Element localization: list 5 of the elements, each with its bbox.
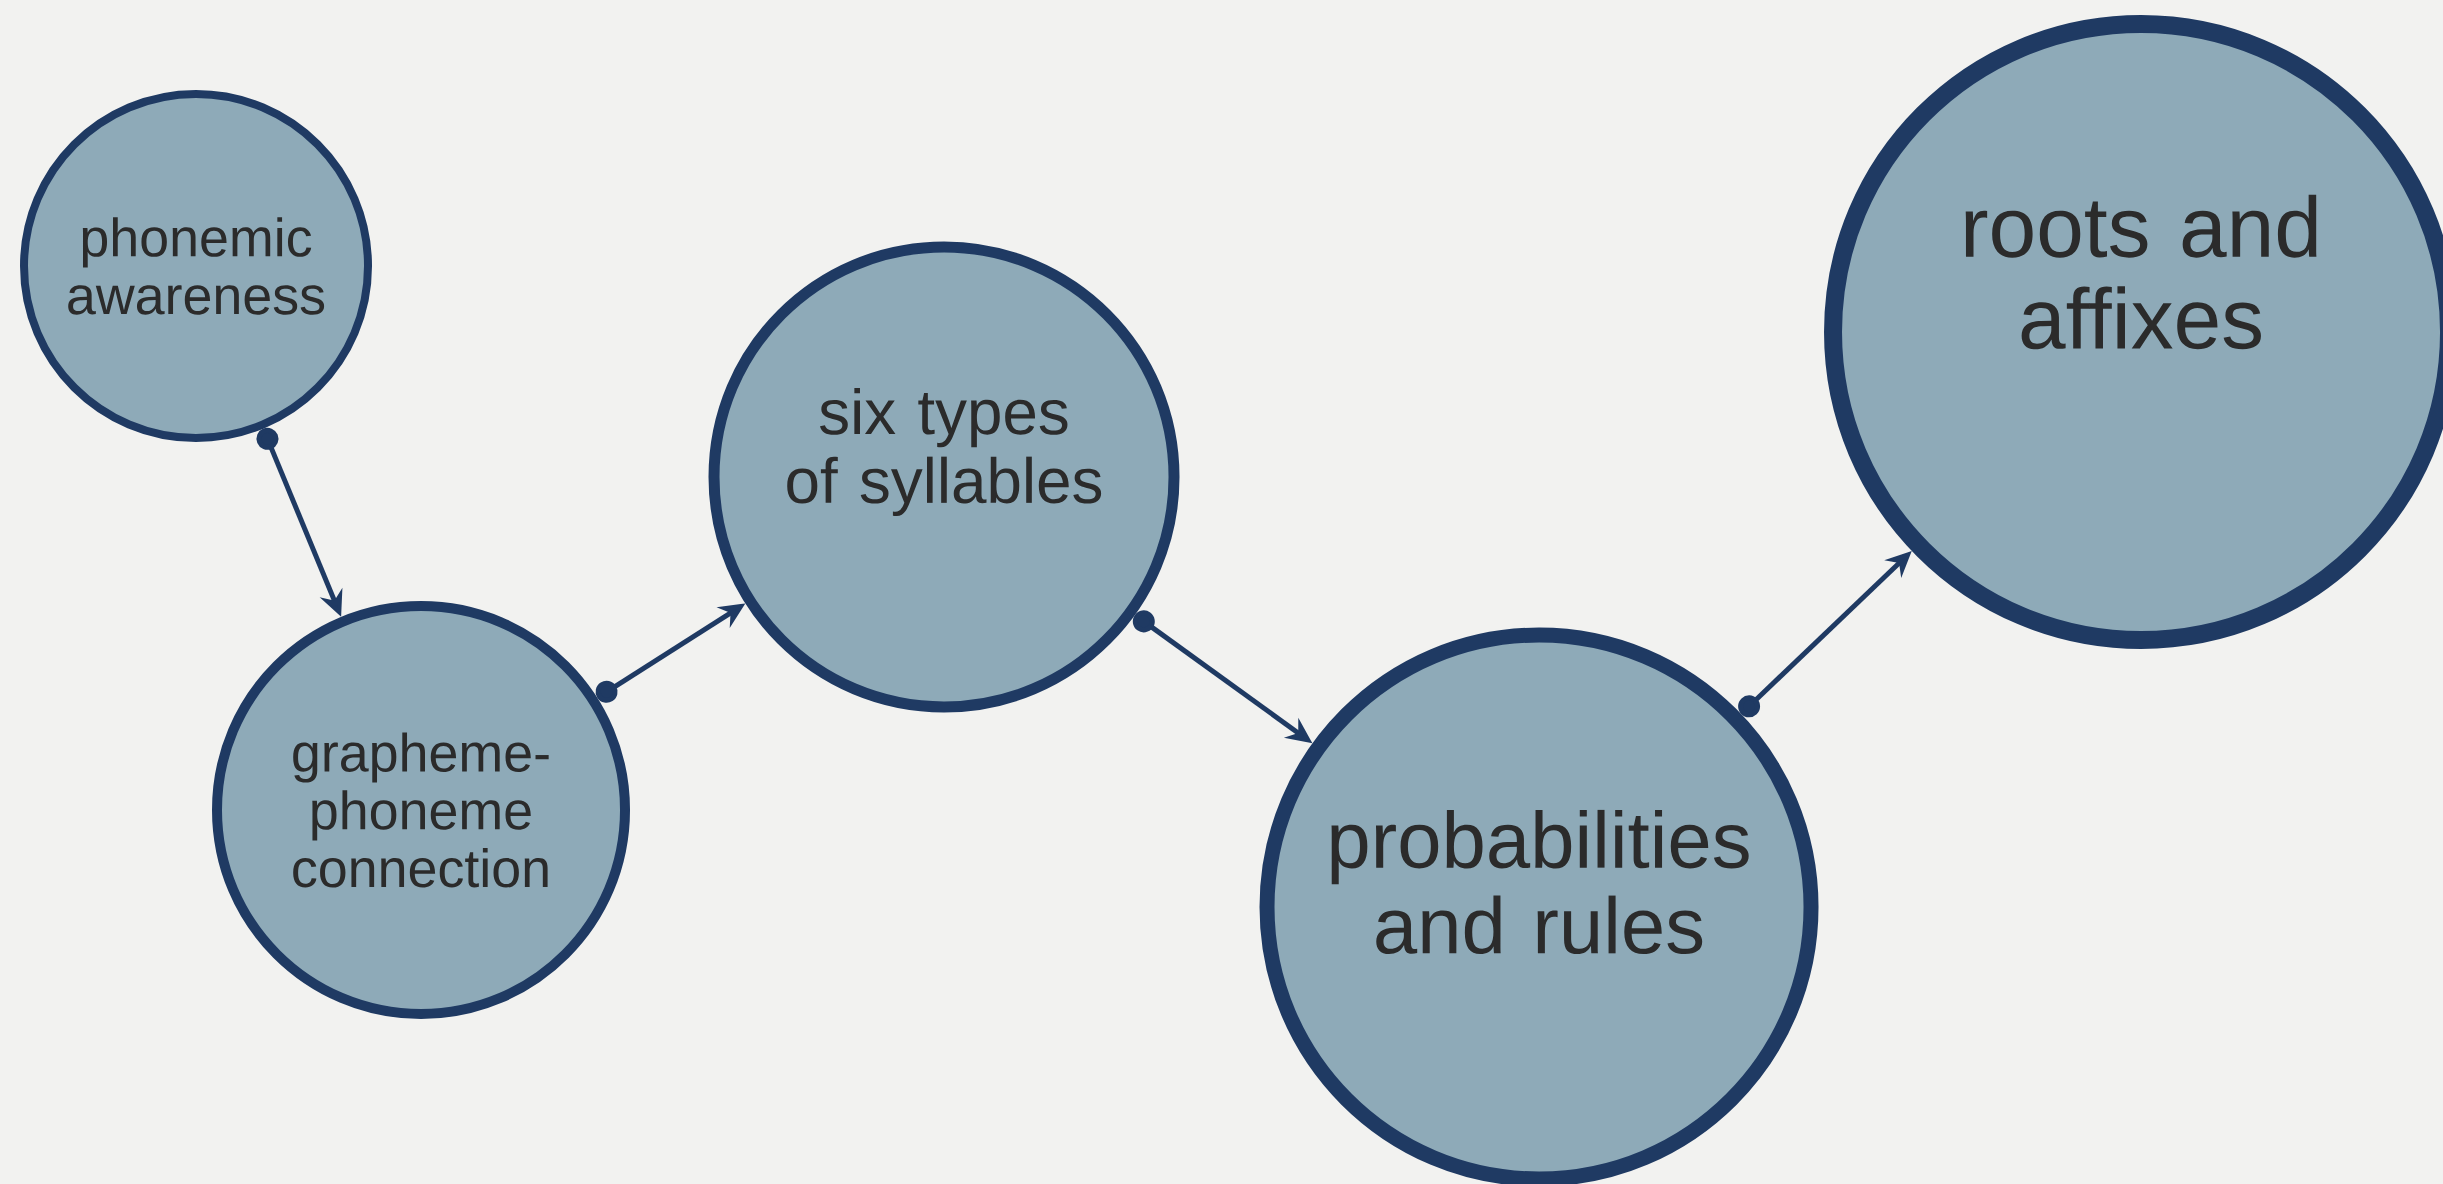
circle-node: six types of syllables: [708, 241, 1180, 713]
circle-node: grapheme-phoneme connection: [212, 601, 630, 1019]
circle-node: phonemic awareness: [20, 90, 372, 442]
circle-node: roots and affixes: [1824, 15, 2443, 649]
circle-node: probabilities and rules: [1259, 627, 1819, 1184]
